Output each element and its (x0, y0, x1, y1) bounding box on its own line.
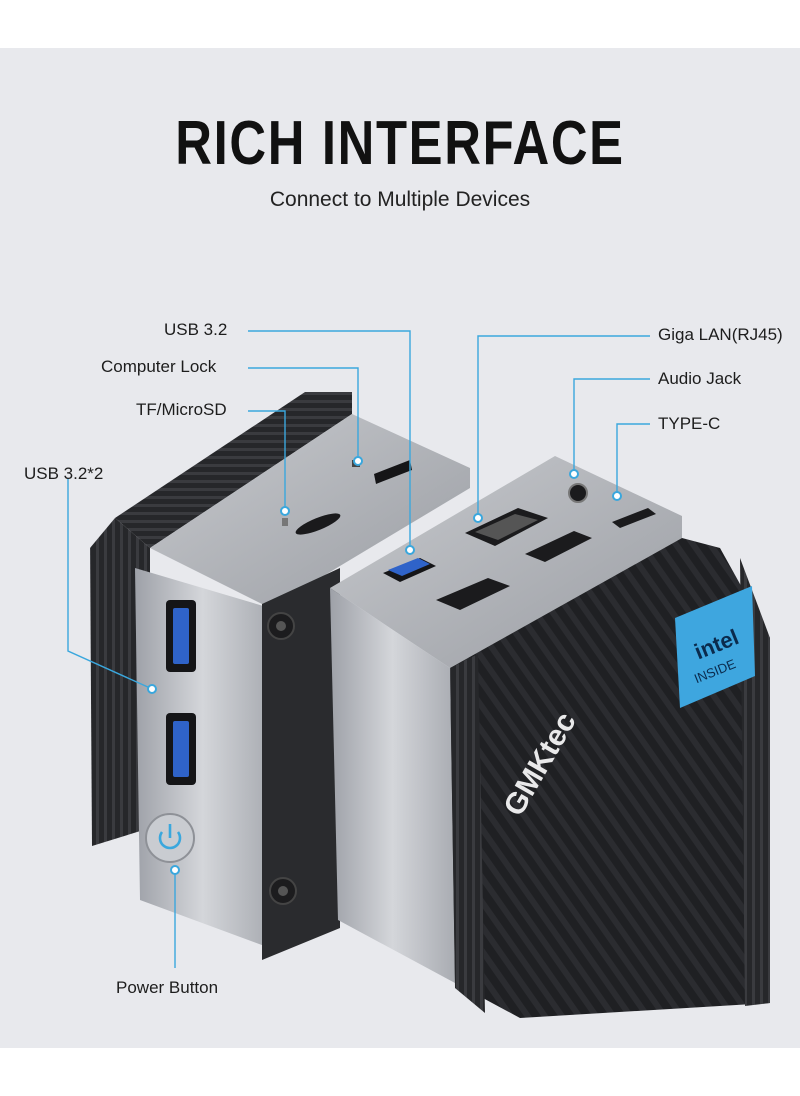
callout-tf-microsd: TF/MicroSD (136, 400, 227, 419)
product-panel: RICH INTERFACE Connect to Multiple Devic… (0, 48, 800, 1048)
right-unit: intel INSIDE GMKtec (330, 456, 770, 1018)
callout-dots (147, 456, 622, 875)
callout-usb32: USB 3.2 (164, 320, 228, 339)
callout-lines (67, 330, 650, 968)
callout-audio-jack: Audio Jack (658, 369, 742, 388)
intel-badge: intel INSIDE (675, 586, 755, 708)
left-unit (90, 392, 470, 960)
callout-type-c: TYPE-C (658, 414, 721, 433)
sd-icon (282, 518, 288, 526)
callout-usb32x2: USB 3.2*2 (24, 464, 104, 483)
page-title: RICH INTERFACE (175, 109, 625, 178)
callout-giga-lan: Giga LAN(RJ45) (658, 325, 783, 344)
page-subtitle: Connect to Multiple Devices (269, 188, 531, 211)
power-icon (158, 824, 182, 850)
callout-power-button: Power Button (116, 978, 219, 997)
mini-pc-illustration: intel INSIDE GMKtec (67, 330, 770, 1018)
callout-computer-lock: Computer Lock (101, 357, 217, 376)
